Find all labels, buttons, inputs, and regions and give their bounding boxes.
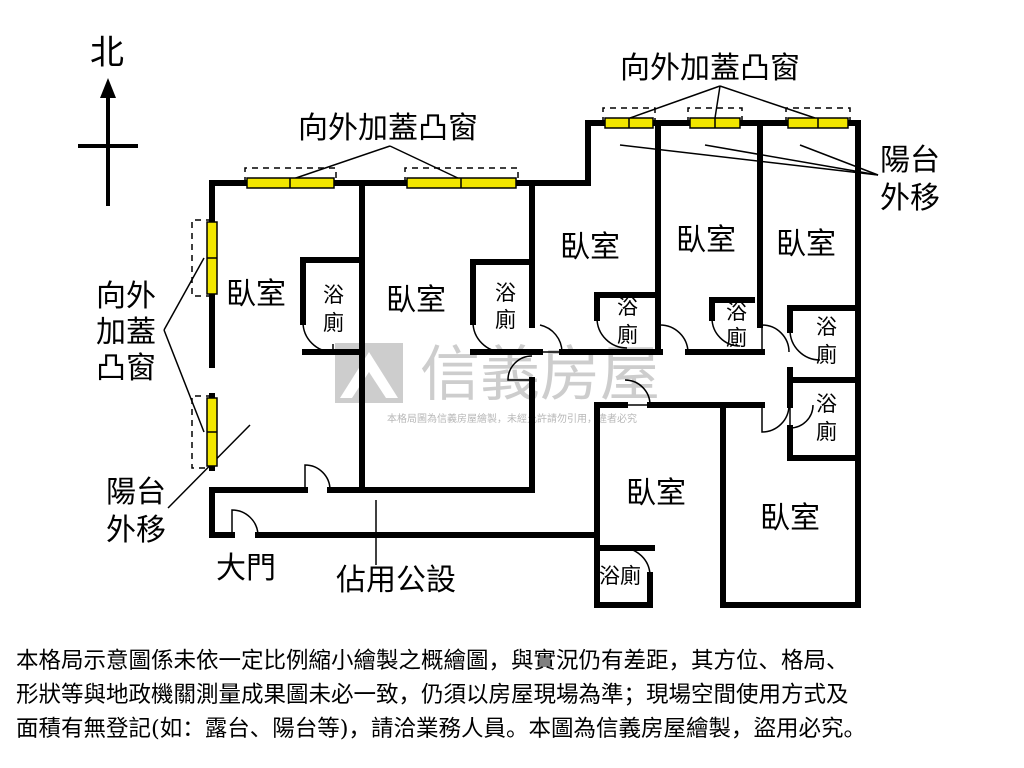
bedroom-label: 臥室 (386, 283, 446, 318)
door (761, 404, 790, 433)
bay-window-label: 向外加蓋凸窗 (298, 111, 478, 146)
balcony-label: 陽台 (880, 143, 940, 178)
north-label: 北 (90, 33, 124, 73)
north-arrow-icon (78, 78, 138, 206)
balcony-label: 外移 (880, 181, 940, 216)
door (539, 324, 563, 353)
door (304, 464, 331, 491)
bedroom-label: 臥室 (560, 230, 620, 265)
balcony-label: 外移 (106, 513, 166, 548)
floor-plan: 信義房屋 本格局圖為信義房屋繪製，未經允許請勿引用，違者必究 北 (78, 33, 940, 608)
door (789, 329, 821, 361)
windows (206, 117, 849, 467)
bath-label-combined: 浴廁 (599, 564, 641, 588)
bath-label-top: 浴 (495, 281, 516, 305)
bath-label-bottom: 廁 (323, 311, 344, 335)
callout-leaders (163, 85, 879, 565)
disclaimer: 本格局示意圖係未依一定比例縮小繪製之概繪圖，與實況仍有差距，其方位、格局、 形狀… (16, 644, 1012, 746)
bath-label-top: 浴 (816, 315, 837, 339)
watermark-notice: 本格局圖為信義房屋繪製，未經允許請勿引用，違者必究 (387, 412, 637, 425)
bath-label-top: 浴 (323, 283, 344, 307)
main-door-label: 大門 (216, 551, 276, 586)
bedroom-label: 臥室 (226, 277, 286, 312)
main-door (231, 509, 259, 536)
bedroom-label: 臥室 (676, 223, 736, 258)
door (621, 547, 651, 576)
bay-window-label: 加蓋 (96, 315, 156, 350)
door (472, 321, 504, 353)
door (624, 379, 651, 406)
bedroom-label: 臥室 (760, 501, 820, 536)
door (789, 404, 814, 429)
door (659, 324, 689, 353)
bay-window-label: 向外加蓋凸窗 (620, 51, 800, 86)
balcony-label: 陽台 (106, 475, 166, 510)
bath-label-top: 浴 (726, 300, 747, 324)
disclaimer-line: 面積有無登記(如：露台、陽台等)，請洽業務人員。本圖為信義房屋繪製，盜用必究。 (16, 716, 867, 742)
door (711, 317, 741, 347)
disclaimer-line: 本格局示意圖係未依一定比例縮小繪製之概繪圖，與實況仍有差距，其方位、格局、 (16, 648, 849, 674)
bath-label-bottom: 廁 (617, 323, 638, 347)
bath-label-bottom: 廁 (495, 308, 516, 332)
bay-window-label: 凸窗 (96, 351, 156, 386)
bedroom-label: 臥室 (626, 476, 686, 511)
disclaimer-line: 形狀等與地政機關測量成果圖未必一致，仍須以房屋現場為準；現場空間使用方式及 (16, 682, 849, 708)
bath-label-bottom: 廁 (816, 420, 837, 444)
public-area-label: 佔用公設 (336, 563, 456, 598)
doors (231, 317, 821, 576)
bath-label-top: 浴 (816, 392, 837, 416)
bath-label-bottom: 廁 (726, 326, 747, 350)
door (302, 321, 334, 353)
door (596, 317, 628, 349)
bath-label-bottom: 廁 (816, 343, 837, 367)
bedroom-label: 臥室 (776, 227, 836, 262)
walls (209, 120, 861, 608)
bath-label-top: 浴 (617, 295, 638, 319)
door (507, 355, 533, 381)
door (761, 324, 790, 353)
callout-labels: 向外加蓋凸窗 向外加蓋凸窗 向外 加蓋 凸窗 陽台 外移 陽台 外移 大門 佔用… (96, 51, 940, 598)
bay-window-label: 向外 (96, 279, 156, 314)
room-labels: 臥室 臥室 臥室 臥室 臥室 臥室 臥室 浴 廁 浴 廁 浴 廁 浴 廁 浴 廁… (226, 223, 837, 588)
bay-window-dashes (191, 107, 851, 469)
